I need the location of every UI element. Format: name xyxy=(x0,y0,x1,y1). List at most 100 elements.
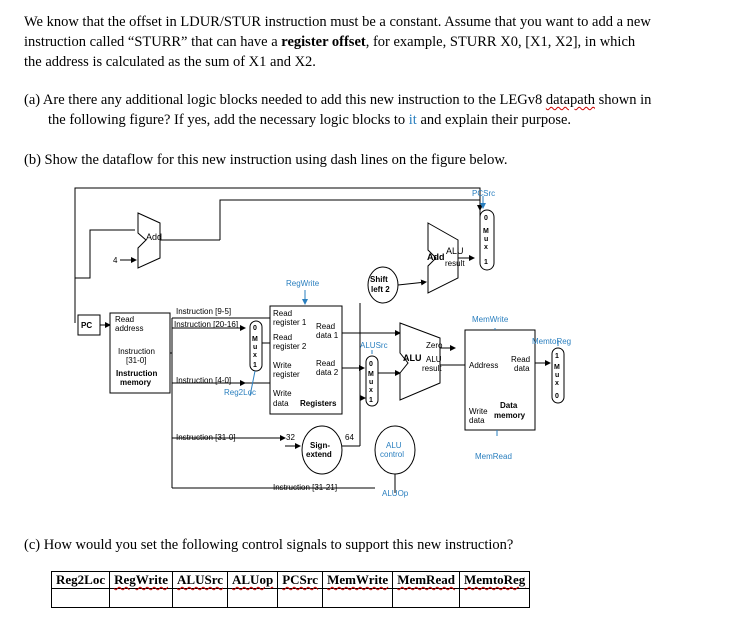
pcsrc-mux-u: u xyxy=(484,236,488,243)
registers-label: Registers xyxy=(300,399,337,408)
read-address-label-1: Read xyxy=(115,315,134,324)
zero-label: Zero xyxy=(426,341,443,350)
alu-result-b: result xyxy=(422,364,442,373)
pcsrc-mux-1: 1 xyxy=(484,259,488,266)
header-alusrc: ALUSrc xyxy=(172,571,228,589)
sign-extend-label-2: extend xyxy=(306,450,332,459)
write-data-a: Write xyxy=(273,389,292,398)
main-alu-label: ALU xyxy=(403,353,422,363)
answer-reg2loc[interactable] xyxy=(50,588,111,608)
answer-memread[interactable] xyxy=(392,588,460,608)
answer-row xyxy=(50,588,531,608)
branch-result-label: result xyxy=(445,259,465,268)
header-pcsrc: PCSrc xyxy=(277,571,324,589)
alu-result-a: ALU xyxy=(426,355,442,364)
answer-memwrite[interactable] xyxy=(322,588,394,608)
main-alu-shape xyxy=(399,322,441,401)
sign-extend-label-1: Sign- xyxy=(310,441,330,450)
memtoreg-mux-shape xyxy=(551,347,565,404)
shift-label-1: Shift xyxy=(370,275,388,284)
instr-31-21-label: Instruction [31-21] xyxy=(273,483,337,492)
header-regwrite: RegWrite xyxy=(109,571,174,589)
register-file-shape xyxy=(269,305,343,415)
reg2loc-mux-1: 1 xyxy=(253,362,257,369)
pcsrc-mux-shape xyxy=(479,209,495,271)
sign-extend-shape xyxy=(301,425,343,475)
memtoreg-mux-1: 1 xyxy=(555,353,559,360)
intro-text: We know that the offset in LDUR/STUR ins… xyxy=(24,12,651,72)
pcsrc-mux-0: 0 xyxy=(484,215,488,222)
pc-label: PC xyxy=(81,321,92,330)
aluop-label: ALUOp xyxy=(382,489,409,498)
answer-pcsrc[interactable] xyxy=(277,588,324,608)
add-unit-shape xyxy=(137,212,161,269)
part-c-text: (c) How would you set the following cont… xyxy=(24,537,514,553)
instr-31-0-label: Instruction [31-0] xyxy=(176,433,236,442)
write-reg-b: register xyxy=(273,370,300,379)
write-data-b: data xyxy=(273,399,289,408)
alu-control-label-2: control xyxy=(380,450,404,459)
reg2loc-mux-x: x xyxy=(253,352,257,359)
memwrite-label: MemWrite xyxy=(472,315,509,324)
reg2loc-mux-m: M xyxy=(252,336,258,343)
write-reg-a: Write xyxy=(273,361,292,370)
read-data1-a: Read xyxy=(316,322,335,331)
reg2loc-mux-0: 0 xyxy=(253,325,257,332)
instr-label-1: Instruction xyxy=(118,347,155,356)
answer-aluop[interactable] xyxy=(226,588,279,608)
header-reg2loc: Reg2Loc xyxy=(50,571,111,589)
pcsrc-mux-m: M xyxy=(483,228,489,235)
address-label: Address xyxy=(469,361,498,370)
answer-alusrc[interactable] xyxy=(172,588,228,608)
intro-line-1: We know that the offset in LDUR/STUR ins… xyxy=(24,14,651,30)
part-b-text: (b) Show the dataflow for this new instr… xyxy=(24,152,508,168)
intro-line-3: the address is calculated as the sum of … xyxy=(24,54,316,70)
intro-line-2: instruction called “STURR” that can have… xyxy=(24,34,636,50)
memread-label: MemRead xyxy=(475,452,512,461)
part-a-text: (a) Are there any additional logic block… xyxy=(24,92,652,128)
header-memwrite: MemWrite xyxy=(322,571,394,589)
table-header-row: Reg2Loc RegWrite ALUSrc ALUop PCSrc MemW… xyxy=(50,571,531,589)
regwrite-label: RegWrite xyxy=(286,279,320,288)
read-reg2-a: Read xyxy=(273,333,292,342)
alusrc-mux-shape xyxy=(365,355,379,407)
dm-read-a: Read xyxy=(511,355,530,364)
read-data1-b: data 1 xyxy=(316,331,339,340)
dm-write-b: data xyxy=(469,416,485,425)
alusrc-mux-0: 0 xyxy=(369,361,373,368)
instr-mem-label-1: Instruction xyxy=(116,369,157,378)
branch-add-label: Add xyxy=(427,252,445,262)
bits-64-label: 64 xyxy=(345,433,354,442)
alusrc-mux-m: M xyxy=(368,371,374,378)
header-memread: MemRead xyxy=(392,571,460,589)
legv8-datapath-diagram: PCSrc Add 4 Add ALU result Shift left 2 … xyxy=(74,187,571,498)
memtoreg-mux-m: M xyxy=(554,364,560,371)
read-reg1-a: Read xyxy=(273,309,292,318)
data-memory-shape xyxy=(464,329,536,431)
dm-write-a: Write xyxy=(469,407,488,416)
answer-memtoreg[interactable] xyxy=(458,588,531,608)
read-data2-b: data 2 xyxy=(316,368,339,377)
data-memory-label-b: memory xyxy=(494,411,526,420)
shift-label-2: left 2 xyxy=(371,285,390,294)
read-address-label-2: address xyxy=(115,324,143,333)
answer-regwrite[interactable] xyxy=(109,588,174,608)
memtoreg-label: MemtoReg xyxy=(532,337,571,346)
instr-label-2: [31-0] xyxy=(126,356,146,365)
header-aluop: ALUop xyxy=(226,571,279,589)
control-signal-table: Reg2Loc RegWrite ALUSrc ALUop PCSrc MemW… xyxy=(50,571,531,608)
alusrc-mux-x: x xyxy=(369,387,373,394)
bits-32-label: 32 xyxy=(286,433,295,442)
read-reg1-b: register 1 xyxy=(273,318,307,327)
memtoreg-mux-0: 0 xyxy=(555,393,559,400)
branch-adder-shape xyxy=(427,222,459,294)
memtoreg-mux-u: u xyxy=(555,372,559,379)
instr-9-5-label: Instruction [9-5] xyxy=(176,307,231,316)
data-memory-label-a: Data xyxy=(500,401,518,410)
alusrc-mux-u: u xyxy=(369,379,373,386)
add-label: Add xyxy=(146,232,162,242)
alusrc-label: ALUSrc xyxy=(360,341,388,350)
header-memtoreg: MemtoReg xyxy=(458,571,531,589)
dm-read-b: data xyxy=(514,364,530,373)
four-label: 4 xyxy=(113,256,118,265)
